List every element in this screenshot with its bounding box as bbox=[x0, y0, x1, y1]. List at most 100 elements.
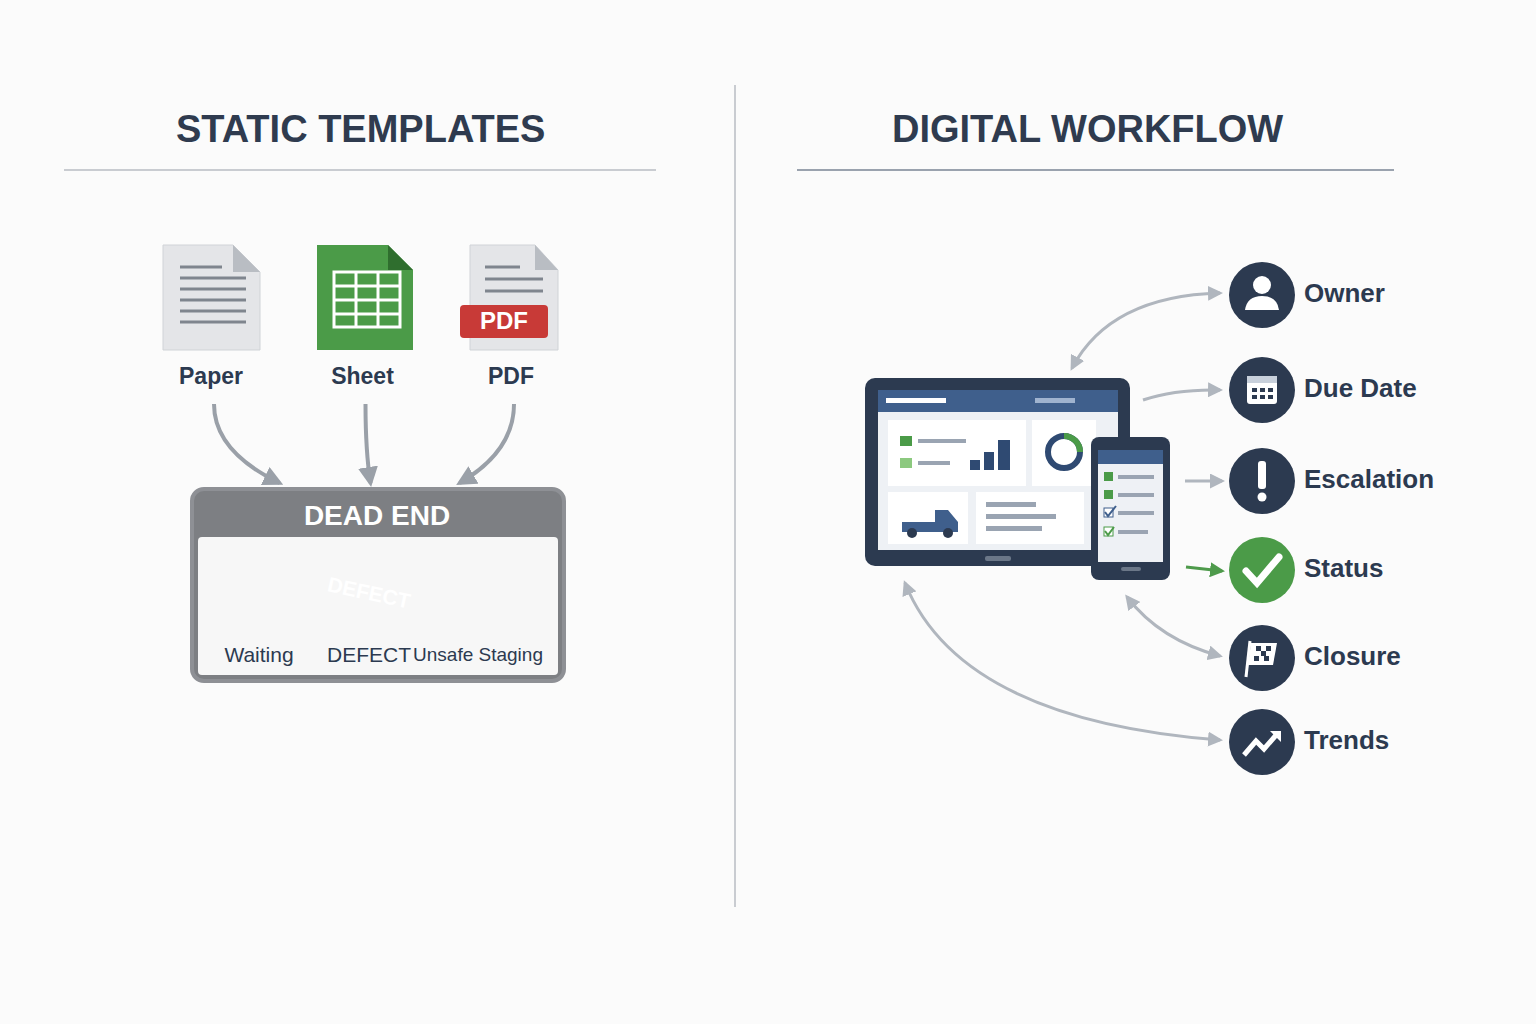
sheet-doc: Sheet bbox=[300, 240, 431, 400]
paper-icon bbox=[163, 245, 260, 350]
node-text: Sheet bbox=[300, 363, 425, 389]
svg-circle bbox=[1229, 262, 1295, 328]
svg-rect bbox=[888, 492, 968, 544]
svg-rect bbox=[1118, 475, 1154, 479]
svg-g bbox=[180, 267, 246, 322]
svg-rect bbox=[900, 458, 912, 468]
svg-line bbox=[334, 285, 400, 288]
node-text: Status bbox=[1304, 554, 1383, 584]
status-item: Closure bbox=[1226, 622, 1426, 694]
svg-line bbox=[797, 169, 1394, 171]
svg-rect bbox=[1121, 567, 1141, 571]
svg-rect bbox=[1118, 493, 1154, 497]
node-text: Paper bbox=[150, 363, 272, 389]
status-circles bbox=[1229, 262, 1295, 775]
node-text: Due Date bbox=[1304, 374, 1417, 404]
svg-path bbox=[163, 245, 260, 350]
node-text: Trends bbox=[1304, 726, 1389, 756]
svg-rect bbox=[1035, 398, 1075, 403]
status-item: Trends bbox=[1226, 706, 1426, 778]
flow-arrow bbox=[214, 404, 280, 483]
svg-rect bbox=[998, 440, 1010, 470]
svg-path bbox=[1064, 436, 1080, 452]
svg-path bbox=[1105, 527, 1114, 535]
svg-path bbox=[1186, 567, 1222, 571]
svg-rect bbox=[878, 390, 1118, 550]
node-text: Owner bbox=[1304, 279, 1385, 309]
svg-g bbox=[334, 272, 400, 327]
svg-rect bbox=[1261, 651, 1266, 656]
svg-circle bbox=[1229, 448, 1295, 514]
svg-rect bbox=[900, 436, 912, 446]
svg-line bbox=[180, 266, 222, 269]
device-illustration bbox=[865, 378, 1170, 580]
svg-line bbox=[355, 272, 358, 327]
node-text: DEFECT bbox=[314, 643, 424, 667]
svg-rect bbox=[334, 272, 400, 327]
svg-rect bbox=[1247, 376, 1277, 383]
svg-path bbox=[317, 245, 413, 350]
svg-circle bbox=[943, 528, 953, 538]
svg-rect bbox=[1264, 656, 1269, 661]
svg-line bbox=[377, 272, 380, 327]
svg-rect bbox=[1254, 656, 1259, 661]
node-text: DEFECT bbox=[313, 570, 426, 616]
svg-rect bbox=[1118, 511, 1154, 515]
svg-path bbox=[535, 245, 558, 270]
svg-line bbox=[180, 310, 246, 313]
node-text: Closure bbox=[1304, 642, 1401, 672]
svg-line bbox=[734, 85, 736, 907]
svg-path bbox=[1127, 597, 1220, 656]
svg-line bbox=[64, 169, 656, 171]
svg-path bbox=[1244, 734, 1277, 755]
svg-rect bbox=[886, 398, 946, 403]
svg-path bbox=[1248, 643, 1277, 665]
svg-path bbox=[1072, 293, 1220, 368]
svg-rect bbox=[1268, 388, 1273, 392]
section-heading: STATIC TEMPLATES bbox=[176, 108, 545, 152]
svg-line bbox=[485, 266, 520, 269]
svg-rect bbox=[1091, 437, 1170, 580]
node-text: DEAD END bbox=[194, 500, 560, 532]
svg-path bbox=[905, 583, 1220, 740]
svg-rect bbox=[1258, 461, 1266, 489]
title-rules bbox=[64, 85, 1394, 907]
svg-rect bbox=[865, 378, 1130, 566]
dead-end-box: DEAD ENDWaitingDEFECTDEFECTUnsafe Stagin… bbox=[190, 487, 566, 683]
pdf-doc: PDFPDF bbox=[452, 240, 576, 400]
svg-path bbox=[1143, 390, 1220, 400]
status-item: Status bbox=[1226, 534, 1426, 606]
svg-circle bbox=[1229, 709, 1295, 775]
svg-rect bbox=[1256, 646, 1261, 651]
svg-rect bbox=[986, 502, 1036, 507]
svg-line bbox=[180, 288, 246, 291]
svg-rect bbox=[918, 439, 966, 443]
svg-rect bbox=[1252, 388, 1257, 392]
unsafe-staging-item: Unsafe Staging bbox=[404, 541, 558, 676]
svg-circle bbox=[1253, 276, 1271, 294]
svg-rect bbox=[888, 420, 1026, 486]
svg-line bbox=[334, 299, 400, 302]
svg-rect bbox=[460, 305, 548, 338]
svg-rect bbox=[986, 526, 1042, 531]
svg-g bbox=[485, 267, 543, 291]
svg-rect bbox=[1247, 376, 1277, 404]
svg-line bbox=[485, 290, 543, 293]
svg-path bbox=[233, 245, 260, 272]
svg-rect bbox=[1098, 450, 1163, 562]
svg-rect bbox=[1032, 420, 1096, 486]
status-item: Due Date bbox=[1226, 354, 1426, 426]
svg-rect bbox=[1260, 395, 1265, 399]
svg-rect bbox=[976, 492, 1084, 544]
svg-rect bbox=[1268, 395, 1273, 399]
svg-rect bbox=[1104, 490, 1113, 499]
svg-line bbox=[180, 321, 246, 324]
svg-rect bbox=[1098, 450, 1163, 464]
svg-path bbox=[1246, 557, 1279, 583]
svg-rect bbox=[878, 390, 1118, 412]
svg-rect bbox=[1104, 527, 1113, 536]
svg-path bbox=[1245, 296, 1279, 310]
node-text: PDF bbox=[452, 363, 570, 389]
svg-rect bbox=[1118, 530, 1148, 534]
